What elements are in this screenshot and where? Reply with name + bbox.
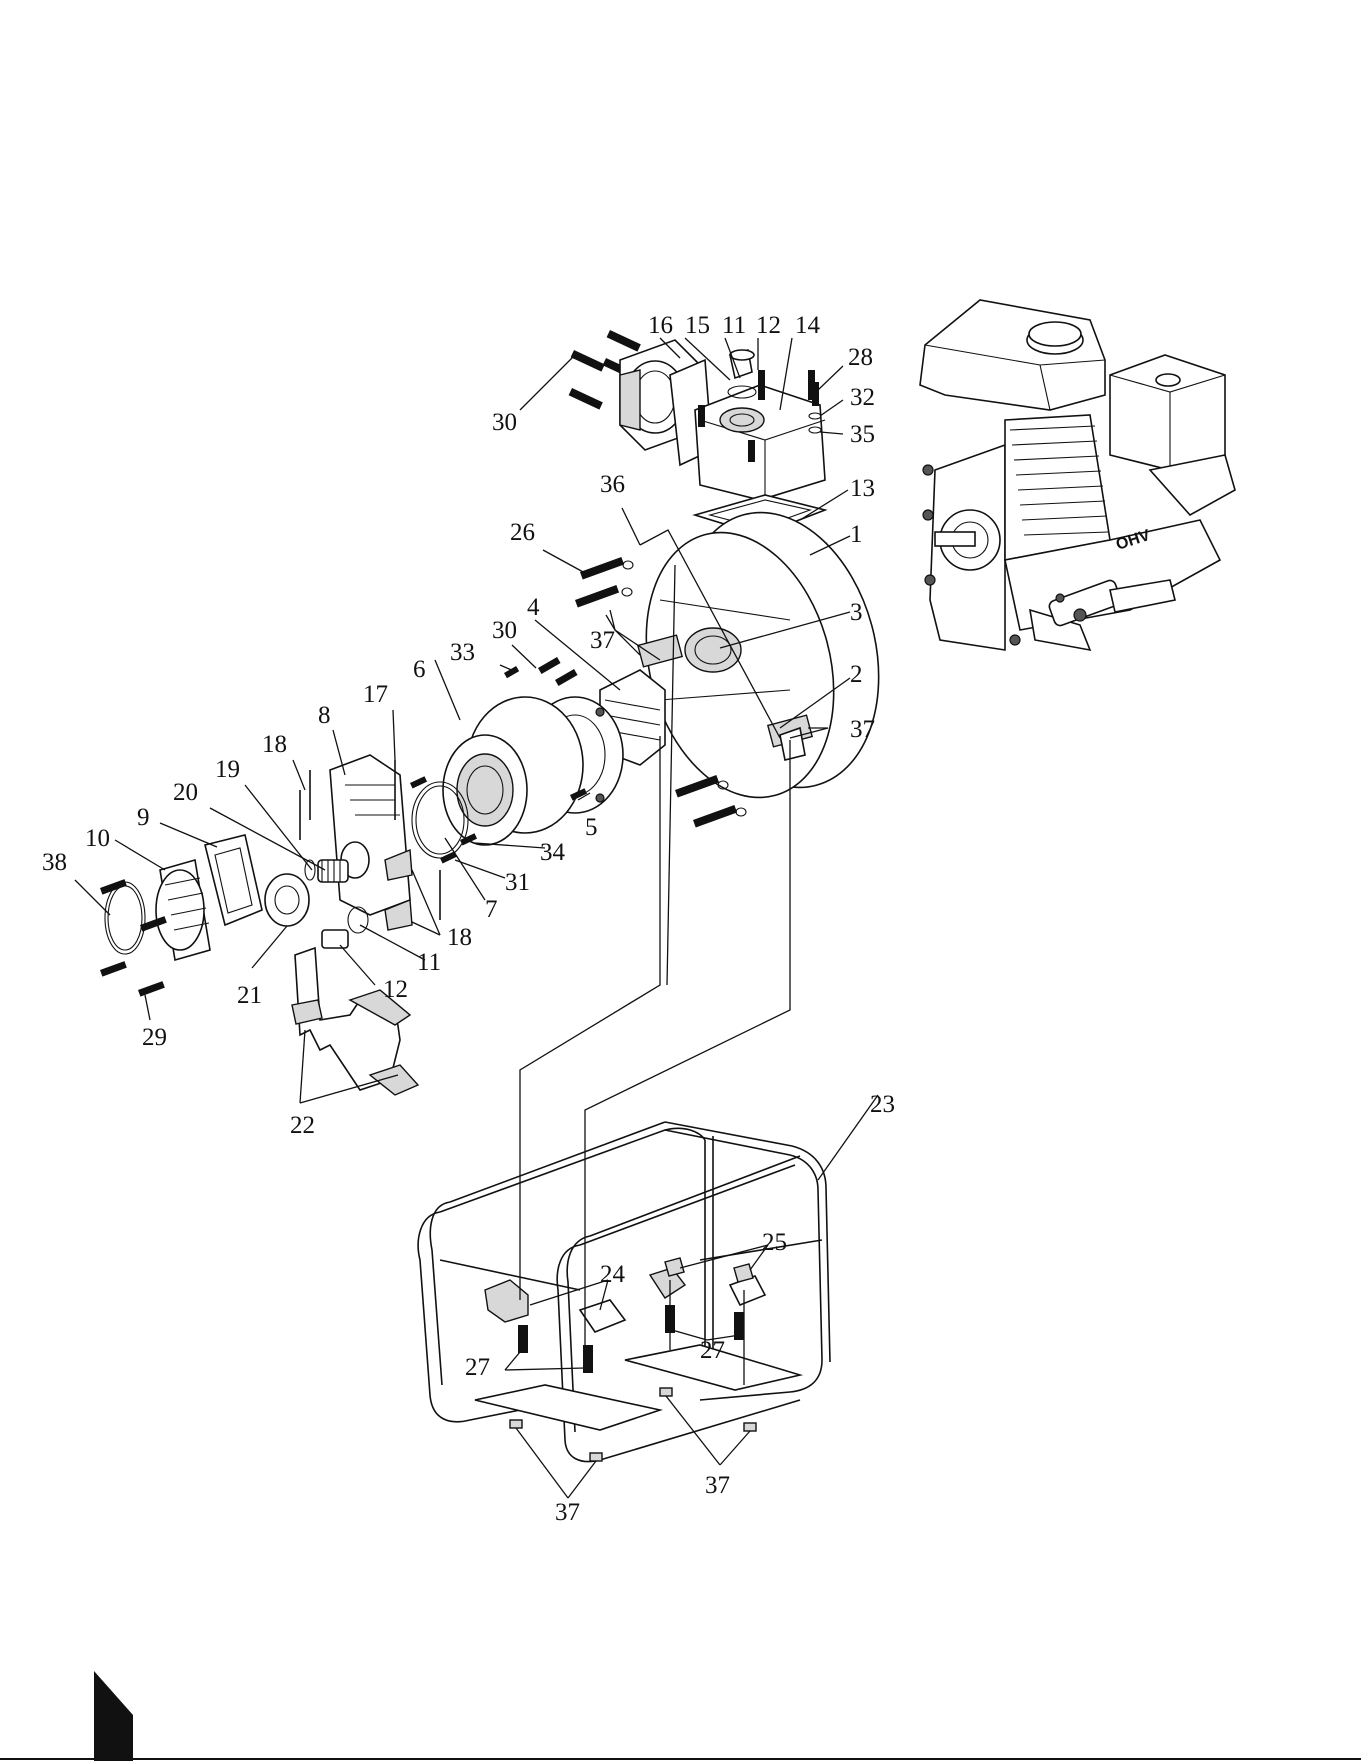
part-label-12: 12 (756, 312, 781, 339)
part-label-28: 28 (848, 344, 873, 371)
cylinder-fins (1005, 415, 1110, 560)
part-label-29: 29 (142, 1024, 167, 1051)
part-label-30b: 30 (492, 617, 517, 644)
part-label-31: 31 (505, 869, 530, 896)
part-label-25: 25 (762, 1229, 787, 1256)
part-label-32: 32 (850, 384, 875, 411)
part-label-11: 11 (722, 312, 746, 339)
part-label-6: 6 (413, 656, 426, 683)
part-label-7: 7 (485, 896, 498, 923)
part-label-15: 15 (685, 312, 710, 339)
part-label-22: 22 (290, 1112, 315, 1139)
part-label-14: 14 (795, 312, 821, 339)
part-label-4: 4 (527, 594, 540, 621)
part-label-24: 24 (600, 1261, 626, 1288)
page-corner-tab (0, 1671, 1361, 1761)
part-label-18: 18 (262, 731, 287, 758)
part-label-34: 34 (540, 839, 566, 866)
part-label-37b: 37 (850, 716, 875, 743)
part-label-33: 33 (450, 639, 475, 666)
part-label-12b: 12 (383, 976, 408, 1003)
part-label-35: 35 (850, 421, 875, 448)
part-label-3: 3 (850, 599, 863, 626)
engine-drawing: OHV (920, 300, 1235, 650)
frame-drawing (418, 1122, 830, 1462)
part-label-19: 19 (215, 756, 240, 783)
part-label-16: 16 (648, 312, 673, 339)
part-label-13: 13 (850, 475, 875, 502)
part-label-21: 21 (237, 982, 262, 1009)
part-label-37: 37 (590, 627, 615, 654)
part-label-27: 27 (465, 1354, 490, 1381)
part-label-8: 8 (318, 702, 331, 729)
part-label-2: 2 (850, 661, 863, 688)
part-label-1: 1 (850, 521, 863, 548)
part-label-23: 23 (870, 1091, 895, 1118)
part-label-18b: 18 (447, 924, 472, 951)
part-label-27b: 27 (700, 1337, 725, 1364)
part-label-38: 38 (42, 849, 67, 876)
part-label-5: 5 (585, 814, 598, 841)
part-label-37c: 37 (555, 1499, 580, 1526)
part-label-26: 26 (510, 519, 535, 546)
part-label-37d: 37 (705, 1472, 730, 1499)
part-label-20: 20 (173, 779, 198, 806)
part-label-9: 9 (137, 804, 150, 831)
part-label-17: 17 (363, 681, 388, 708)
part-label-11b: 11 (417, 949, 441, 976)
part-label-30: 30 (492, 409, 517, 436)
part-label-10: 10 (85, 825, 110, 852)
pump-body (100, 490, 908, 1095)
part-label-36: 36 (600, 471, 625, 498)
